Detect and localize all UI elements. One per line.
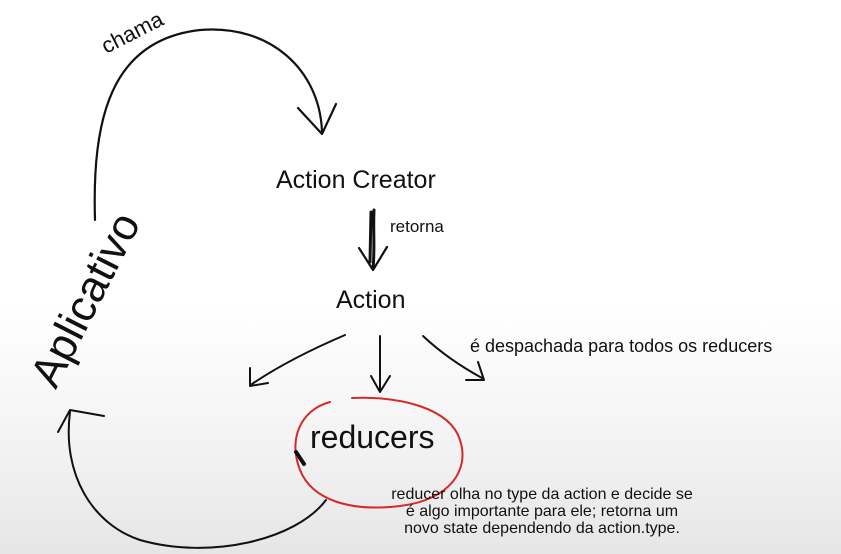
chama-arrowhead [296, 102, 338, 136]
reducer-note-line: novo state dependendo da action.type. [404, 520, 680, 537]
reducer-note: reducer olha no type da action e decide … [332, 486, 752, 537]
chama-arc [93, 28, 324, 222]
retorna-arrowhead [357, 245, 389, 272]
dispatch-label: é despachada para todos os reducers [470, 336, 773, 356]
reducer-note-line: é algo importante para ele; retorna um [405, 503, 679, 520]
action-creator-node: Action Creator [276, 166, 436, 194]
return-arrow-curve [67, 411, 327, 549]
reducers-node: reducers [310, 419, 435, 455]
action-node: Action [336, 286, 406, 314]
dispatch-arrow-left [251, 334, 346, 385]
retorna-arrow-shaft [368, 208, 376, 270]
return-arrowhead [57, 409, 105, 433]
retorna-label: retorna [390, 217, 444, 236]
reducer-note-line: reducer olha no type da action e decide … [391, 486, 693, 503]
dispatch-arrow-right [422, 335, 483, 379]
dispatch-arrowhead-center [370, 375, 391, 393]
dispatch-arrowhead-right [465, 361, 485, 381]
dispatch-arrowhead-left [249, 367, 269, 387]
reducers-tick-mark [294, 450, 306, 466]
